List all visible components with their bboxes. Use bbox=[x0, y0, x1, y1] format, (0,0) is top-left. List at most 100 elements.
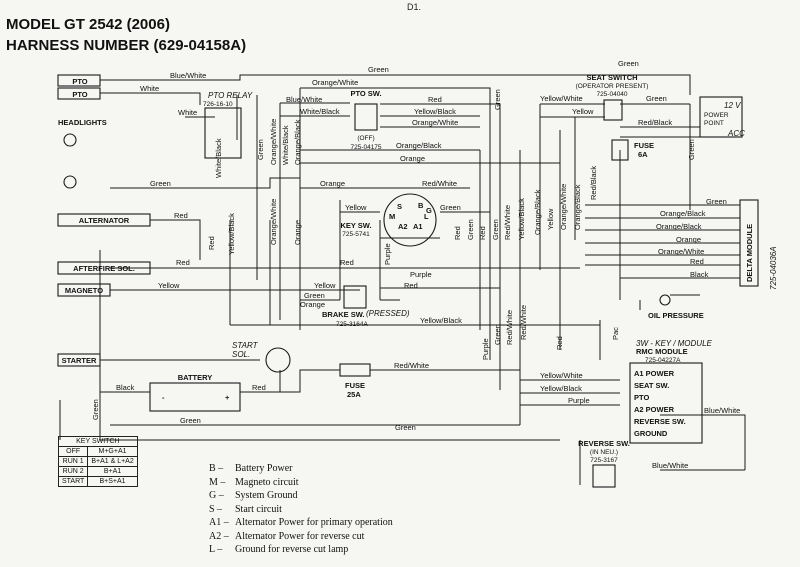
oil-pressure-label: OIL PRESSURE bbox=[648, 311, 704, 320]
wire-label: Orange bbox=[676, 235, 701, 244]
wire-label: Purple bbox=[568, 396, 590, 405]
wire-label: Red bbox=[174, 211, 188, 220]
wire-label: Yellow bbox=[572, 107, 594, 116]
key-pin-m: M bbox=[389, 212, 395, 221]
wire-label: Red bbox=[453, 226, 462, 240]
battery-symbol bbox=[149, 382, 241, 412]
rmc-pin-a2: A2 POWER bbox=[634, 405, 675, 414]
power-point-box bbox=[699, 96, 743, 138]
wire-label: Orange/Black bbox=[396, 141, 442, 150]
wire-label: Yellow bbox=[314, 281, 336, 290]
seat-switch-note: (OPERATOR PRESENT) bbox=[576, 83, 649, 90]
wire-label: Orange/Black bbox=[656, 222, 702, 231]
wire-label: Black bbox=[116, 383, 135, 392]
magneto-box bbox=[57, 283, 111, 297]
wire-label: White bbox=[140, 84, 159, 93]
key-switch-label: KEY SW. bbox=[340, 221, 371, 230]
wire-label: Orange/White bbox=[559, 184, 568, 230]
rmc-note: 3W - KEY / MODULE bbox=[636, 339, 713, 348]
start-solenoid-label-2: SOL. bbox=[232, 350, 250, 359]
wire-label: Red bbox=[252, 383, 266, 392]
table-row: START B+S+A1 bbox=[57, 476, 138, 487]
wire-label: Red/White bbox=[422, 179, 457, 188]
battery-pos: + bbox=[225, 393, 230, 402]
delta-module-box bbox=[739, 199, 759, 287]
wire-label: Purple bbox=[383, 243, 392, 265]
legend-item: G –System Ground bbox=[209, 489, 459, 503]
key-pin-b: B bbox=[418, 201, 424, 210]
wire-label: Green bbox=[618, 59, 639, 68]
magneto-label: MAGNETO bbox=[65, 286, 103, 295]
wire-label: Purple bbox=[481, 338, 490, 360]
start-solenoid-label-1: START bbox=[232, 341, 259, 350]
legend-text: Alternator Power for primary operation bbox=[235, 517, 393, 528]
legend-code: A1 – bbox=[209, 517, 229, 528]
wire-label: Yellow/Black bbox=[414, 107, 456, 116]
wire-label: Red bbox=[340, 258, 354, 267]
wire-label: Orange bbox=[300, 300, 325, 309]
key-switch-symbol bbox=[383, 193, 437, 247]
headlights-label: HEADLIGHTS bbox=[58, 118, 107, 127]
brake-switch-symbol bbox=[343, 285, 367, 309]
headlight-right-symbol bbox=[63, 175, 77, 189]
rmc-pin-seat: SEAT SW. bbox=[634, 381, 669, 390]
legend-text: Alternator Power for reverse cut bbox=[235, 530, 365, 542]
afterfire-box bbox=[57, 261, 151, 275]
brake-switch-state: (PRESSED) bbox=[366, 309, 410, 318]
key-pin-a1: A1 bbox=[413, 222, 423, 231]
rmc-pin-ground: GROUND bbox=[634, 429, 668, 438]
legend-code: M – bbox=[209, 476, 226, 488]
wire-lines bbox=[59, 74, 746, 485]
power-point-acc: ACC bbox=[727, 129, 745, 138]
key-table-title: KEY SWITCH bbox=[58, 436, 138, 447]
headlight-left-symbol bbox=[63, 133, 77, 147]
seat-switch-symbol bbox=[603, 99, 623, 121]
diagram-title: MODEL GT 2542 (2006) HARNESS NUMBER (629… bbox=[6, 14, 246, 56]
wire-label: Red/White bbox=[503, 205, 512, 240]
wire-label: Blue/White bbox=[704, 406, 740, 415]
wire-label: Blue/White bbox=[652, 461, 688, 470]
pto-relay-label: PTO RELAY bbox=[208, 91, 253, 100]
delta-module-part: 725-04036A bbox=[769, 246, 778, 290]
wire-label: Green bbox=[368, 65, 389, 74]
wire-label: Green bbox=[304, 291, 325, 300]
wire-label: Pac bbox=[611, 327, 620, 340]
fuse-25a-rating: 25A bbox=[347, 390, 361, 399]
wire-label: Yellow/Black bbox=[420, 316, 462, 325]
rmc-module-label: RMC MODULE bbox=[636, 347, 688, 356]
legend-text: Battery Power bbox=[235, 463, 293, 474]
key-switch-part: 725-5741 bbox=[342, 231, 370, 238]
wire-label: Blue/White bbox=[170, 71, 206, 80]
wire-label: Orange bbox=[320, 179, 345, 188]
legend-item: L –Ground for reverse cut lamp bbox=[209, 543, 459, 557]
wire-label: Yellow bbox=[345, 203, 367, 212]
fuse-6a-label: FUSE bbox=[634, 141, 654, 150]
wire-label: White/Black bbox=[281, 125, 290, 165]
legend-code: L – bbox=[209, 544, 223, 555]
legend-code: B – bbox=[209, 463, 224, 474]
pto-switch-state: (OFF) bbox=[357, 135, 374, 142]
pto-box-2 bbox=[57, 87, 101, 100]
key-pin-g: G bbox=[426, 206, 432, 215]
alternator-label: ALTERNATOR bbox=[79, 216, 130, 225]
component-labels: PTO PTO PTO RELAY 726-16-10 HEADLIGHTS A… bbox=[58, 73, 778, 464]
key-position: START bbox=[57, 476, 89, 487]
table-row: RUN 1 B+A1 & L+A2 bbox=[57, 456, 138, 467]
legend-code: A2 – bbox=[209, 530, 229, 542]
key-switch-table: KEY SWITCH OFF M+G+A1 RUN 1 B+A1 & L+A2 … bbox=[57, 436, 138, 487]
legend-text: System Ground bbox=[235, 490, 298, 501]
delta-module-label: DELTA MODULE bbox=[745, 224, 754, 282]
wire-label: Orange/White bbox=[312, 78, 358, 87]
wire-label: Red bbox=[428, 95, 442, 104]
wire-label: Green bbox=[687, 139, 696, 160]
wire-label: Red bbox=[404, 281, 418, 290]
key-table-header-row: KEY SWITCH bbox=[58, 436, 138, 447]
legend-item: B – Battery Power bbox=[209, 462, 459, 476]
oil-pressure-symbol bbox=[659, 294, 671, 306]
power-point-label-2: POINT bbox=[704, 120, 724, 127]
legend-text: Start circuit bbox=[235, 503, 282, 515]
wire-label: Yellow/White bbox=[540, 94, 583, 103]
wire-label: Blue/White bbox=[286, 95, 322, 104]
